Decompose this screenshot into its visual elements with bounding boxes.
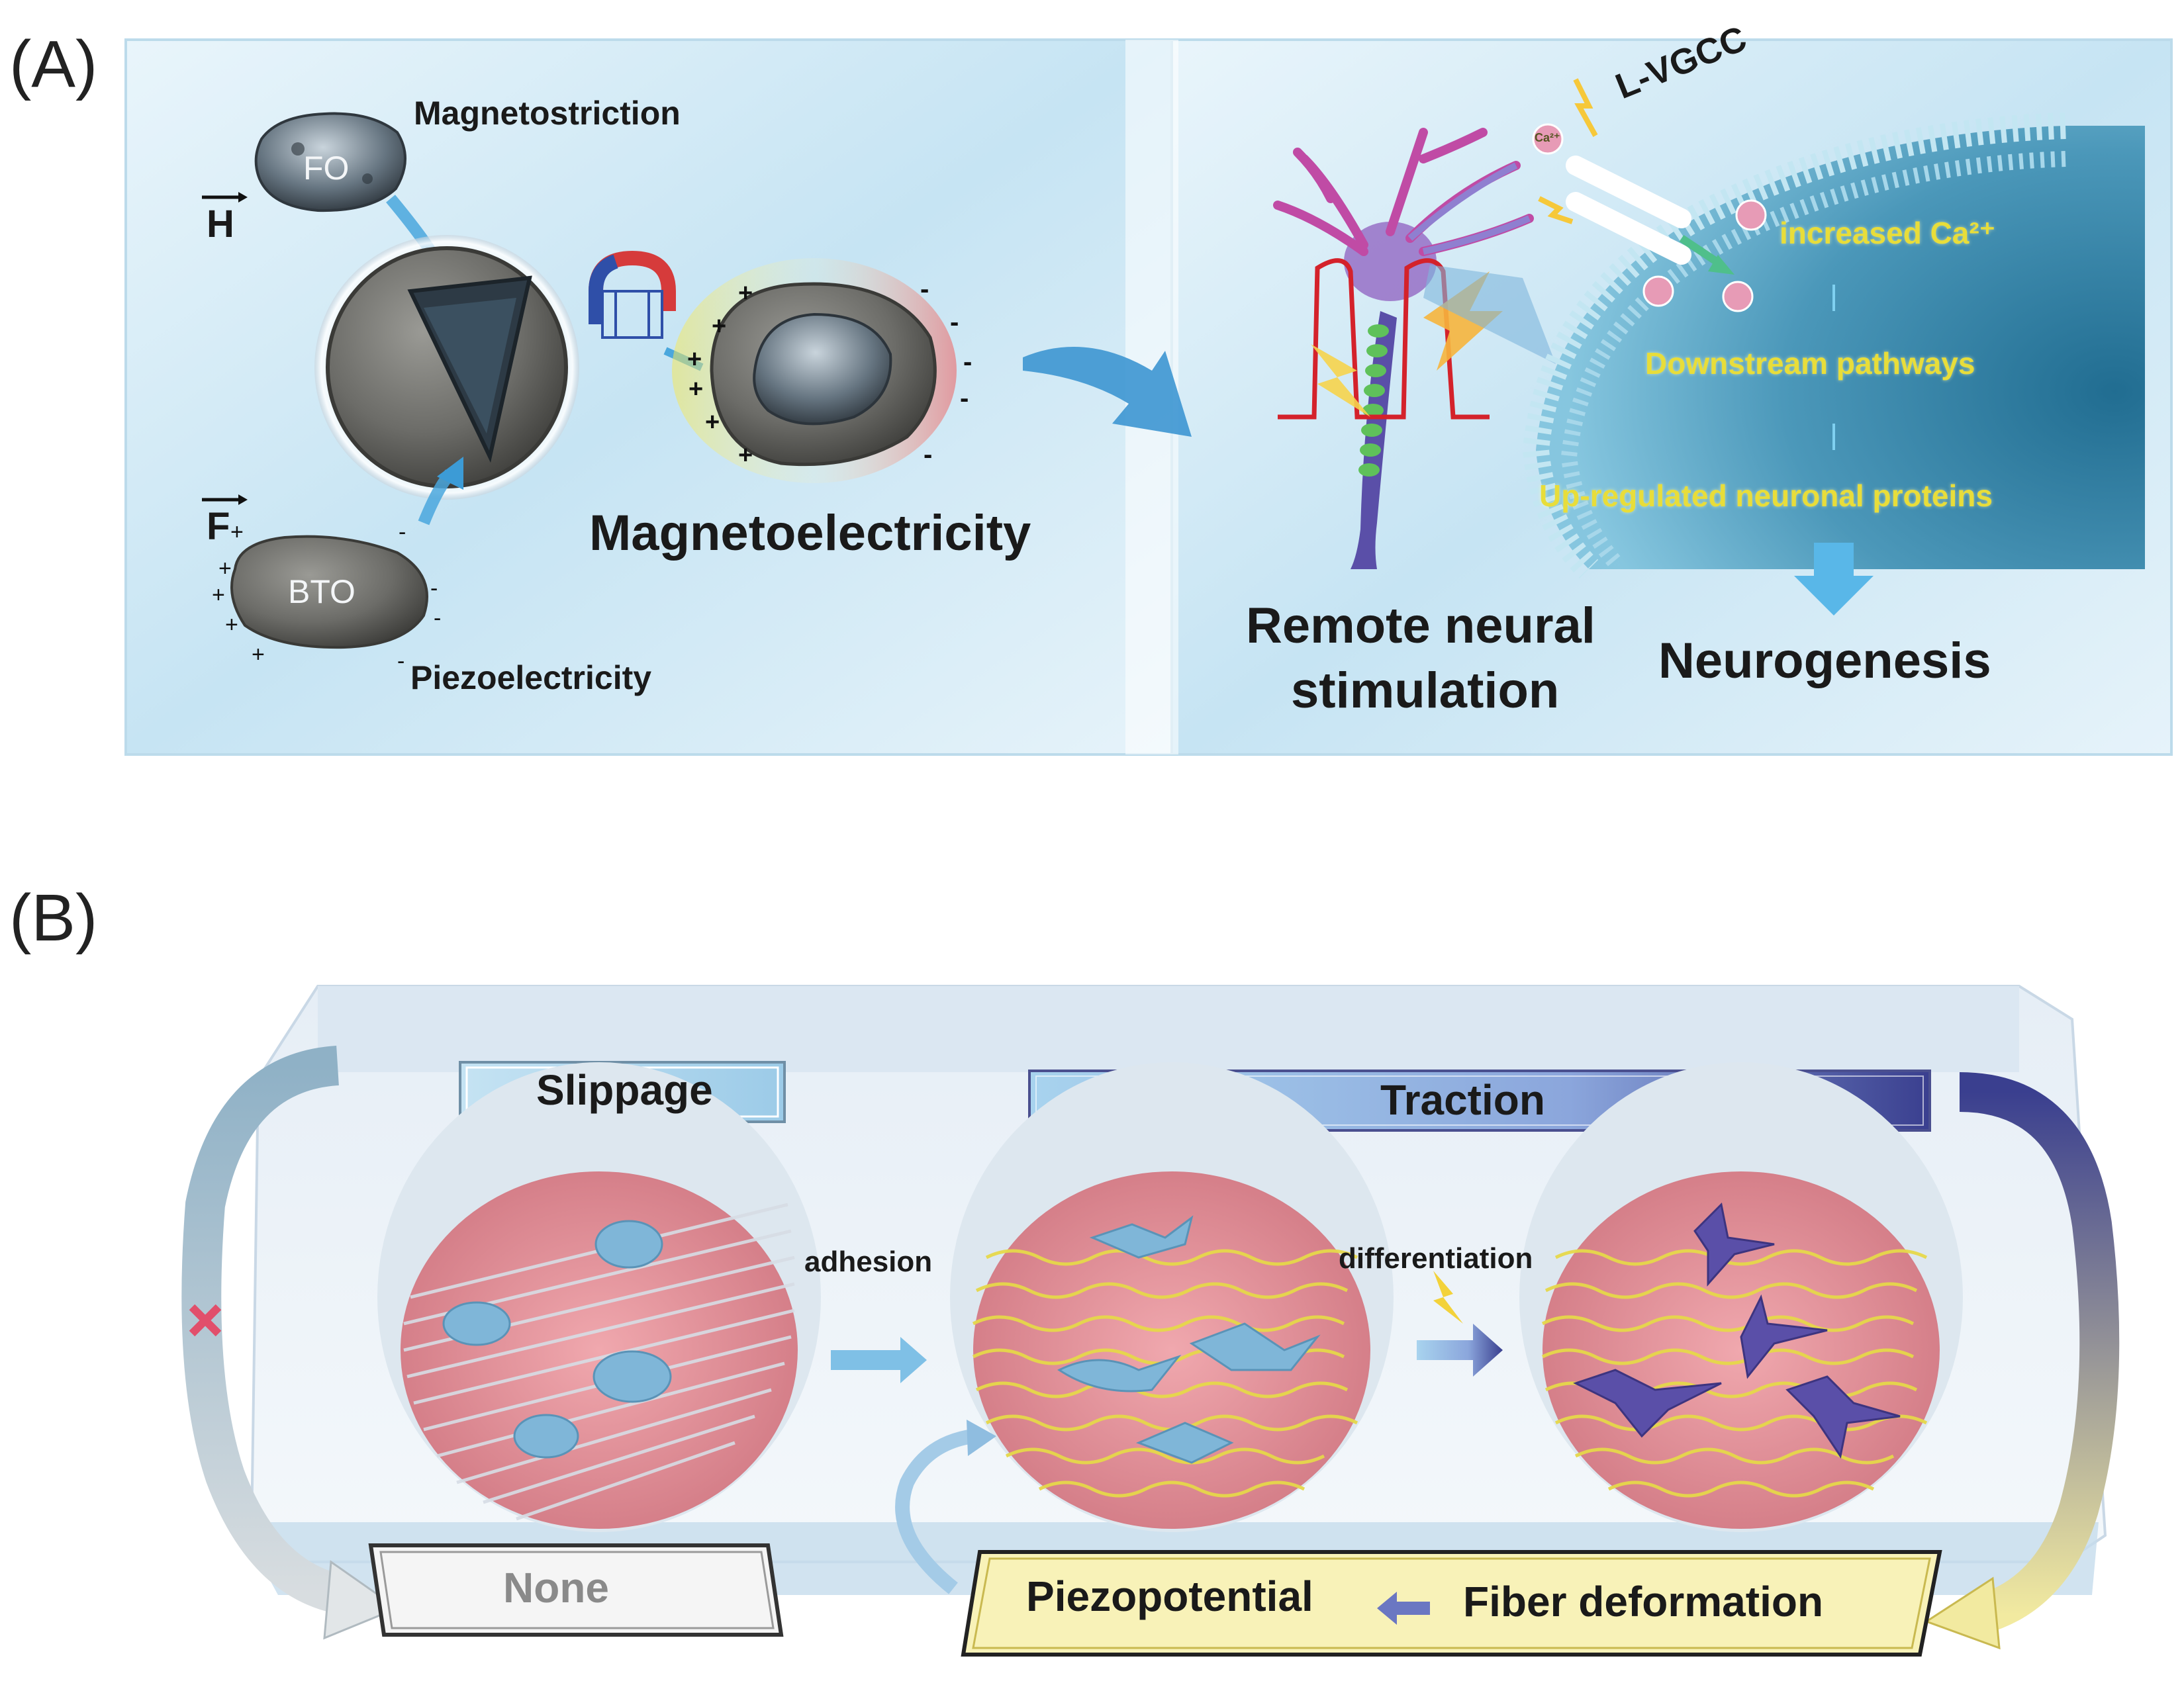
piezopotential-label: Piezopotential [1026, 1573, 1313, 1620]
remote-neural-label-line1: Remote neural [1246, 598, 1595, 654]
feedback-loop-arrow [895, 1420, 996, 1594]
f-force-symbol: F [207, 505, 230, 548]
h-field-symbol: H [207, 203, 234, 246]
none-box [368, 1543, 784, 1637]
blocked-x-icon [189, 1304, 222, 1337]
svg-text:+: + [738, 441, 753, 469]
slippage-label: Slippage [536, 1066, 713, 1114]
svg-text:+: + [687, 345, 702, 373]
svg-text:+: + [230, 520, 244, 545]
lightning-icon [1311, 271, 1503, 417]
svg-text:-: - [430, 576, 438, 601]
magnet-icon [589, 250, 676, 339]
bto-label: BTO [288, 573, 356, 610]
channel-lightning-icon [1538, 78, 1598, 224]
panel-b-label: (B) [9, 881, 98, 955]
panel-a-figure: + + + + + - - - - + + + + + + - - - - - [124, 38, 2173, 756]
svg-text:-: - [920, 275, 929, 304]
svg-text:+: + [705, 408, 720, 436]
traction-label: Traction [1380, 1076, 1545, 1124]
transition-arrow [1023, 347, 1192, 437]
svg-text:-: - [397, 649, 404, 674]
ca-ion-label: Ca²⁺ [1535, 131, 1560, 144]
svg-text:-: - [960, 384, 969, 413]
svg-text:+: + [738, 279, 753, 307]
core-shell-particle [314, 235, 579, 500]
remote-neural-label-line2: stimulation [1291, 662, 1560, 719]
slippage-cycle-arrow [181, 1046, 400, 1640]
fiber-deformation-label: Fiber deformation [1463, 1578, 1824, 1625]
differentiation-lightning-icon [1433, 1271, 1463, 1324]
svg-text:+: + [252, 642, 265, 667]
svg-text:+: + [212, 582, 225, 608]
fo-label: FO [303, 150, 350, 187]
svg-text:+: + [712, 312, 726, 340]
svg-text:+: + [688, 375, 703, 403]
bto-particle [230, 535, 428, 649]
svg-text:-: - [924, 440, 932, 469]
adhesion-label: adhesion [804, 1246, 933, 1278]
magnetoelectricity-label: Magnetoelectricity [589, 505, 1031, 561]
panel-a-label: (A) [9, 27, 98, 101]
me-particle [672, 258, 957, 483]
neurogenesis-label: Neurogenesis [1658, 633, 1991, 689]
increased-ca-label: increased Ca²⁺ [1780, 216, 1995, 250]
upregulated-proteins-label: Up-regulated neuronal proteins [1539, 479, 1993, 513]
traction-cycle-arrow [1924, 1072, 2120, 1650]
svg-text:-: - [963, 347, 972, 377]
dish-adhesion [950, 1062, 1394, 1532]
panel-b-figure [181, 985, 2120, 1657]
svg-text:-: - [434, 606, 441, 631]
piezoelectricity-label: Piezoelectricity [410, 659, 652, 696]
fo-particle [254, 112, 406, 212]
neuron [1273, 128, 1534, 569]
svg-text:+: + [225, 612, 238, 637]
pulse-wave [1278, 258, 1490, 420]
svg-text:+: + [218, 556, 232, 581]
downstream-pathways-label: Downstream pathways [1645, 346, 1975, 381]
svg-text:-: - [950, 308, 959, 337]
none-label: None [503, 1564, 609, 1612]
svg-text:-: - [399, 520, 406, 545]
magnetostriction-label: Magnetostriction [414, 95, 681, 132]
dish-differentiation [1519, 1062, 1963, 1532]
dish-slippage [377, 1062, 821, 1532]
l-vgcc-channel [1566, 156, 1734, 275]
piezo-fiber-box [961, 1550, 1942, 1657]
ca-ions [1532, 123, 1767, 312]
differentiation-label: differentiation [1339, 1242, 1533, 1275]
